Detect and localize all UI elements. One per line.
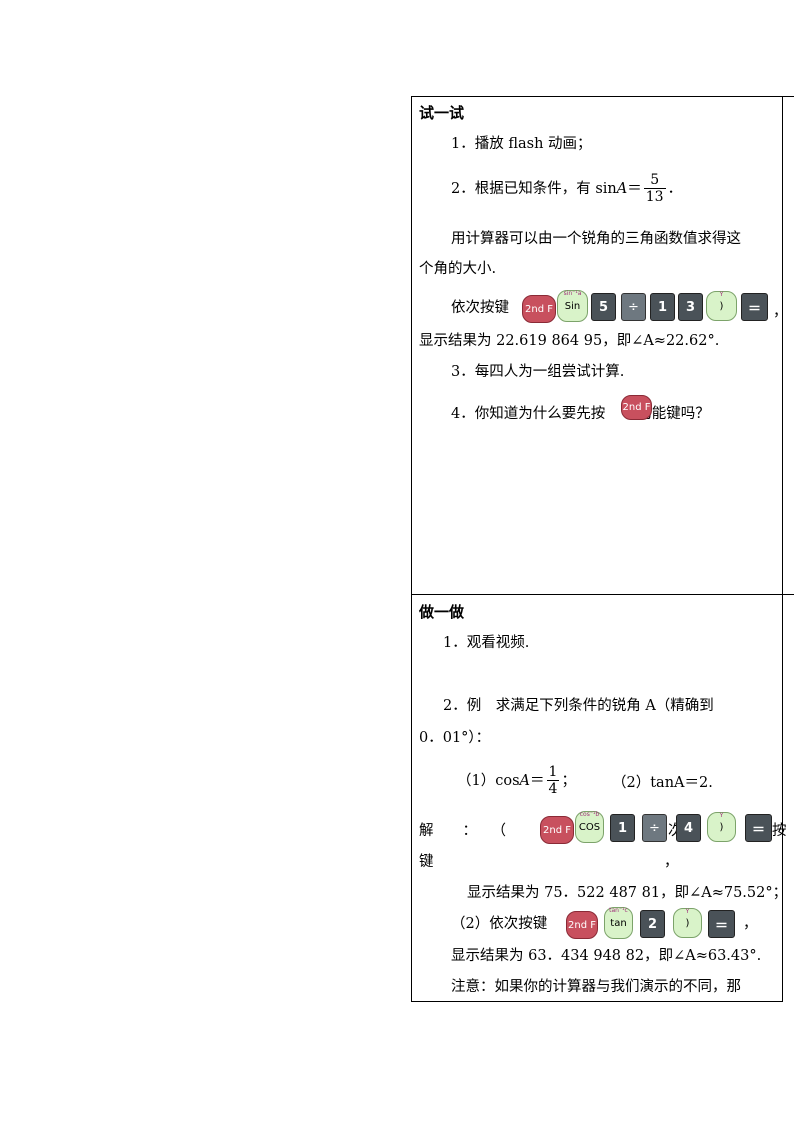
formula-end: ． xyxy=(667,180,683,197)
second-f-key: 2nd F xyxy=(621,395,652,420)
fraction-denominator: 4 xyxy=(546,780,560,797)
key-label: ) xyxy=(719,821,724,833)
right-column-cell xyxy=(783,594,794,1003)
list-item: 3．每四人为一组尝试计算. xyxy=(451,364,625,380)
key-sup-label: Y xyxy=(719,291,724,298)
divide-key: ÷ xyxy=(642,814,667,842)
formula-eq: ＝ xyxy=(530,772,545,789)
paragraph-line: 个角的大小. xyxy=(419,261,497,277)
key-sup-label: sin⁻¹a xyxy=(563,290,582,297)
section-title: 做一做 xyxy=(419,603,465,621)
section-title: 试一试 xyxy=(419,104,465,122)
list-item: 1．观看视频. xyxy=(443,635,530,651)
tan-key: tan⁻¹c tan xyxy=(604,907,633,939)
three-key: 3 xyxy=(678,293,703,321)
rparen-key: Y) xyxy=(706,291,737,321)
keys-comma: ， xyxy=(773,304,788,320)
second-f-key: 2nd F xyxy=(522,295,556,323)
paragraph-line: 0．01°）： xyxy=(419,730,491,746)
equals-key: ＝ xyxy=(745,814,772,842)
condition-2: （2）tanA＝2. xyxy=(612,775,713,791)
equals-key: ＝ xyxy=(741,293,768,321)
result-line: 显示结果为 75．522 487 81，即∠A≈75.52°； xyxy=(467,885,788,901)
solution-comma: ， xyxy=(664,854,679,870)
five-key: 5 xyxy=(591,293,616,321)
formula-text: （1）cos xyxy=(457,772,520,789)
keys-label: 依次按键 xyxy=(451,300,509,316)
paragraph-line: 用计算器可以由一个锐角的三角函数值求得这 xyxy=(451,231,741,247)
list-item: 1．播放 flash 动画； xyxy=(451,136,592,152)
fraction-numerator: 1 xyxy=(548,764,558,780)
fraction-denominator: 13 xyxy=(643,188,666,205)
key-label: tan xyxy=(610,917,627,929)
paragraph-line: 2．例 求满足下列条件的锐角 A（精确到 xyxy=(443,698,714,714)
list-item: 4．你知道为什么要先按 功能键吗？ xyxy=(451,404,710,424)
key-label: ) xyxy=(719,300,724,312)
second-f-key: 2nd F xyxy=(566,911,598,939)
key-label: Sin xyxy=(564,300,581,312)
fraction-numerator: 5 xyxy=(650,172,660,188)
one-key: 1 xyxy=(610,814,635,842)
equals-key: ＝ xyxy=(708,910,735,938)
key-sup-label: tan⁻¹c xyxy=(609,907,628,914)
four-key: 4 xyxy=(676,814,701,842)
note-line: 注意：如果你的计算器与我们演示的不同，那 xyxy=(451,979,741,995)
content-table xyxy=(411,96,794,1002)
rparen-key: Y) xyxy=(707,812,736,842)
part2-label: （2）依次按键 xyxy=(451,916,548,932)
formula-end: ； xyxy=(561,772,576,789)
key-label: COS xyxy=(578,821,601,833)
second-f-key: 2nd F xyxy=(540,816,574,844)
solution-fragment: 按 xyxy=(772,823,787,839)
two-key: 2 xyxy=(640,910,665,938)
part2-comma: ， xyxy=(743,916,758,932)
result-line: 显示结果为 63．434 948 82，即∠A≈63.43°. xyxy=(451,948,762,964)
formula-text: 2．根据已知条件，有 sin xyxy=(451,180,617,197)
solution-label: 解 ： （ xyxy=(419,823,506,839)
item-text: 4．你知道为什么要先按 xyxy=(451,406,606,422)
formula-var: A xyxy=(616,180,628,197)
key-sup-label: Y xyxy=(685,908,690,915)
formula-eq: ＝ xyxy=(627,180,642,197)
key-label: ) xyxy=(685,917,690,929)
key-sup-label: cos⁻¹b xyxy=(579,811,600,818)
result-line: 显示结果为 22.619 864 95，即∠A≈22.62°. xyxy=(419,333,720,349)
key-sup-label: Y xyxy=(719,812,724,819)
item-text: 功能键吗？ xyxy=(637,406,710,422)
divide-key: ÷ xyxy=(621,293,646,321)
formula-var: A xyxy=(519,772,531,789)
rparen-key: Y) xyxy=(673,908,702,938)
solution-line: 键 xyxy=(419,854,434,870)
one-key: 1 xyxy=(650,293,675,321)
do-it-cell xyxy=(411,594,783,1002)
right-column-cell xyxy=(783,96,794,596)
